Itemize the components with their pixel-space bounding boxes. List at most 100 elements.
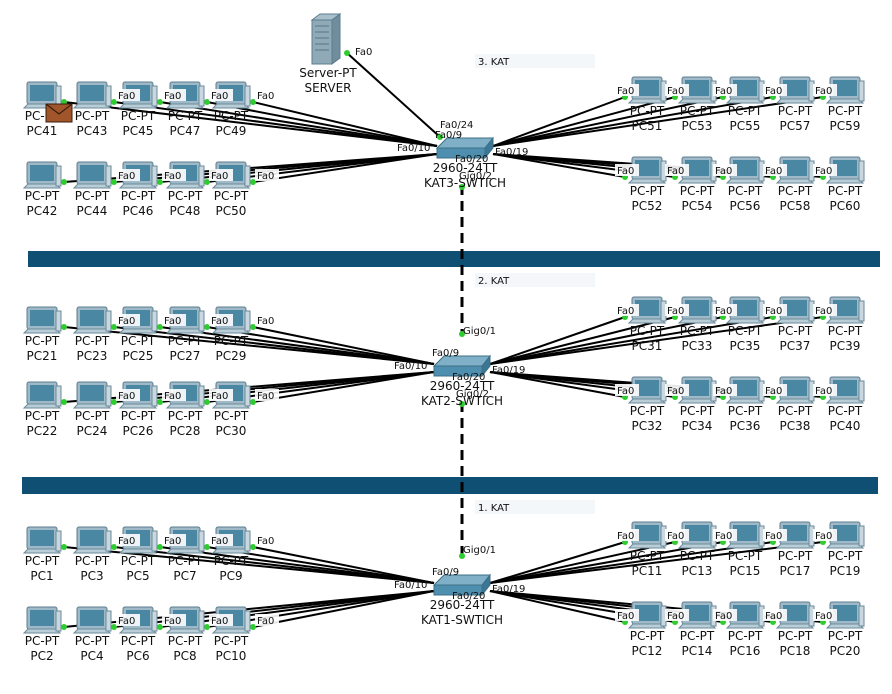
- pc-model-label: PC-PT: [214, 109, 249, 123]
- envelope-icon[interactable]: [45, 103, 73, 123]
- pc-model-label: PC-PT: [778, 104, 813, 118]
- link-indicator: [250, 99, 256, 105]
- port-label-bg: [255, 169, 279, 181]
- port-label-bg: [615, 609, 639, 621]
- pc-icon: [72, 381, 112, 409]
- pc-model-label: PC-PT: [121, 634, 156, 648]
- pc-name-label: PC52: [632, 199, 663, 213]
- port-label-bg: [116, 314, 140, 326]
- pc-model-label: PC-PT: [214, 409, 249, 423]
- port-label: Fa0: [257, 171, 274, 182]
- floor-label-bg: [475, 500, 595, 514]
- port-label-bg: [813, 384, 837, 396]
- port-label: Fa0: [815, 86, 832, 97]
- pc-name-label: PC15: [730, 564, 761, 578]
- pc-name-label: PC38: [780, 419, 811, 433]
- pc-model-label: PC-PT: [828, 404, 863, 418]
- pc-icon: [725, 376, 765, 404]
- switch-name-label: KAT2-SWTICH: [421, 394, 503, 408]
- pc-icon: [72, 161, 112, 189]
- cable-line: [492, 96, 676, 147]
- switch-name-label: KAT3-SWTICH: [424, 176, 506, 190]
- pc-name-label: PC37: [780, 339, 811, 353]
- cable-line: [489, 590, 626, 623]
- port-label: Fa0: [118, 91, 135, 102]
- port-label: Fa0/19: [495, 147, 528, 158]
- port-label: Fa0: [715, 611, 732, 622]
- port-label: Fa0: [211, 316, 228, 327]
- pc-icon: [627, 156, 667, 184]
- port-label: Fa0: [118, 171, 135, 182]
- pc-name-label: PC4: [80, 649, 103, 663]
- cable-line: [113, 101, 438, 147]
- port-label-bg: [813, 84, 837, 96]
- cable-line: [159, 546, 435, 584]
- pc-model-label: PC-PT: [75, 334, 110, 348]
- link-indicator: [344, 50, 350, 56]
- port-label: Fa0: [715, 166, 732, 177]
- port-label: Fa0: [617, 86, 634, 97]
- port-label: Fa0: [118, 316, 135, 327]
- pc-name-label: PC42: [27, 204, 58, 218]
- port-label: Fa0: [617, 386, 634, 397]
- port-label: Fa0: [164, 316, 181, 327]
- port-label-bg: [116, 534, 140, 546]
- port-label: Fa0/10: [397, 143, 430, 154]
- port-label: Fa0: [211, 536, 228, 547]
- pc-model-label: PC-PT: [828, 549, 863, 563]
- pc-icon: [725, 296, 765, 324]
- link-indicator: [157, 624, 163, 630]
- link-indicator: [157, 99, 163, 105]
- pc-name-label: PC26: [123, 424, 154, 438]
- pc-icon: [72, 306, 112, 334]
- pc-model-label: PC-PT: [680, 184, 715, 198]
- floor-label: 2. KAT: [478, 276, 510, 287]
- link-indicator: [157, 399, 163, 405]
- pc-icon: [775, 296, 815, 324]
- port-label: Fa0: [211, 616, 228, 627]
- port-label-bg: [162, 389, 186, 401]
- port-label-bg: [813, 609, 837, 621]
- port-label: Fa0: [211, 91, 228, 102]
